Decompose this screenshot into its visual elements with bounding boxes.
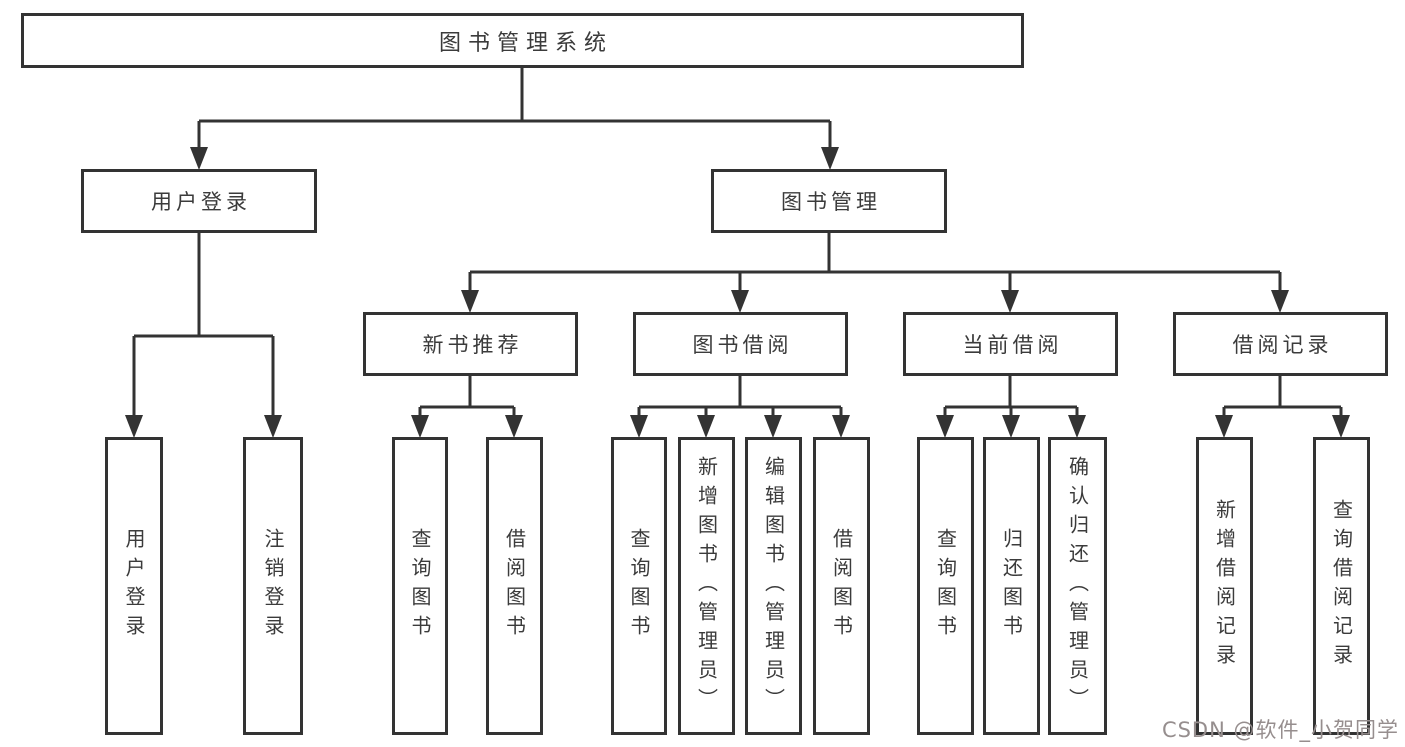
node-bb-add-books-admin: 新增图书（管理员） [678,437,735,735]
node-cb-query-books: 查询图书 [917,437,974,735]
node-root: 图书管理系统 [21,13,1024,68]
node-new-book-recommend: 新书推荐 [363,312,578,376]
node-user-login: 用户登录 [81,169,317,233]
node-bb-edit-books-admin: 编辑图书（管理员） [745,437,802,735]
node-nbr-query-books: 查询图书 [392,437,448,735]
node-bb-borrow-books: 借阅图书 [813,437,870,735]
node-current-borrow: 当前借阅 [903,312,1118,376]
node-nbr-borrow-books: 借阅图书 [486,437,543,735]
node-book-borrow: 图书借阅 [633,312,848,376]
node-logout: 注销登录 [243,437,303,735]
csdn-watermark: CSDN @软件_小贺同学 [1161,718,1399,742]
node-borrow-records: 借阅记录 [1173,312,1388,376]
node-login-user: 用户登录 [105,437,163,735]
node-br-add-record: 新增借阅记录 [1196,437,1253,735]
node-cb-return-books: 归还图书 [983,437,1040,735]
node-bb-query-books: 查询图书 [611,437,667,735]
node-br-query-record: 查询借阅记录 [1313,437,1370,735]
node-cb-confirm-return-admin: 确认归还（管理员） [1048,437,1107,735]
node-book-management: 图书管理 [711,169,947,233]
